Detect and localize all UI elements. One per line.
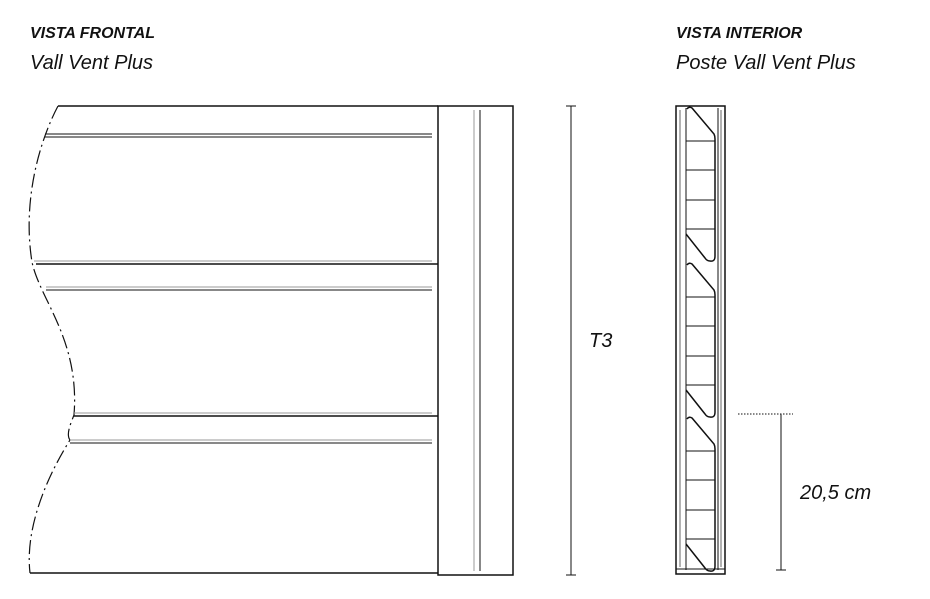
interior-view-subtitle: Poste Vall Vent Plus bbox=[676, 52, 856, 74]
slat-segment bbox=[685, 416, 716, 572]
interior-post-view bbox=[675, 105, 726, 575]
front-dimension-label: T3 bbox=[589, 330, 613, 352]
front-view-heading: VISTA FRONTAL bbox=[30, 25, 156, 42]
front-view-fence-panel bbox=[28, 105, 514, 576]
front-view-subtitle: Vall Vent Plus bbox=[30, 52, 154, 74]
height-dimension-20-5cm bbox=[738, 413, 793, 571]
interior-dimension-label: 20,5 cm bbox=[800, 482, 872, 504]
height-dimension-t3 bbox=[566, 105, 576, 576]
front-post bbox=[437, 105, 514, 576]
interior-view-heading: VISTA INTERIOR bbox=[676, 25, 803, 42]
slat-segment bbox=[685, 106, 716, 262]
break-line bbox=[28, 105, 76, 574]
slat-segment bbox=[685, 262, 716, 418]
